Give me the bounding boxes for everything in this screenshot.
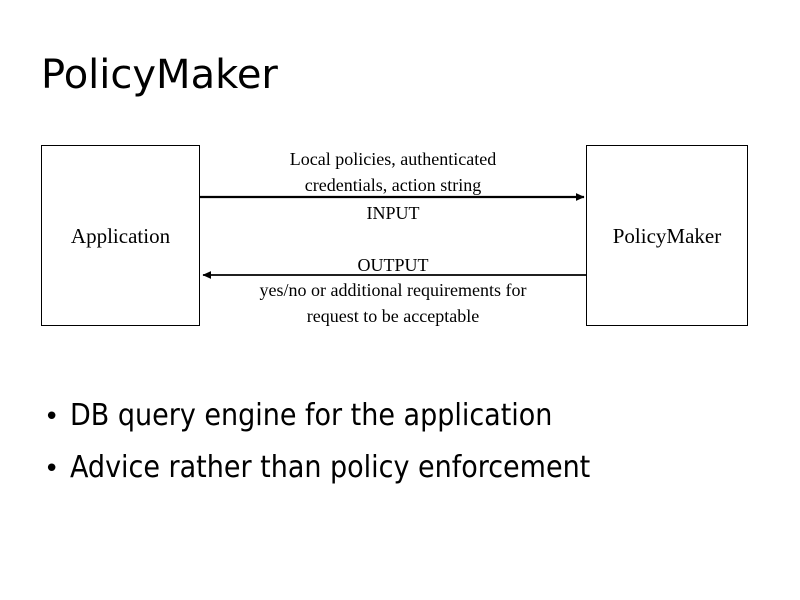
bullet-marker-icon: • — [44, 454, 60, 484]
diagram-node-policymaker-label: PolicyMaker — [612, 223, 722, 248]
output-arrow-description-line-1: yes/no or additional requirements for — [259, 280, 527, 300]
input-arrow-description-line-2: credentials, action string — [304, 175, 482, 195]
output-arrow-description-line-2: request to be acceptable — [306, 306, 480, 326]
page-title: PolicyMaker — [41, 52, 278, 98]
bullet-marker-icon: • — [44, 402, 60, 432]
input-arrow-description: Local policies, authenticated credential… — [200, 146, 586, 198]
input-arrow-description-line-1: Local policies, authenticated — [289, 149, 497, 169]
diagram-node-application[interactable]: Application — [41, 145, 200, 326]
list-item: • DB query engine for the application — [44, 398, 744, 450]
input-arrow-tag: INPUT — [366, 203, 420, 223]
list-item-label: DB query engine for the application — [70, 398, 553, 433]
list-item: • Advice rather than policy enforcement — [44, 450, 744, 502]
list-item-label: Advice rather than policy enforcement — [70, 450, 591, 485]
output-arrow-description: yes/no or additional requirements for re… — [188, 277, 598, 329]
bullet-list: • DB query engine for the application • … — [44, 398, 744, 502]
diagram-node-application-label: Application — [70, 223, 171, 248]
diagram-node-policymaker[interactable]: PolicyMaker — [586, 145, 748, 326]
output-arrow-tag: OUTPUT — [357, 255, 429, 275]
